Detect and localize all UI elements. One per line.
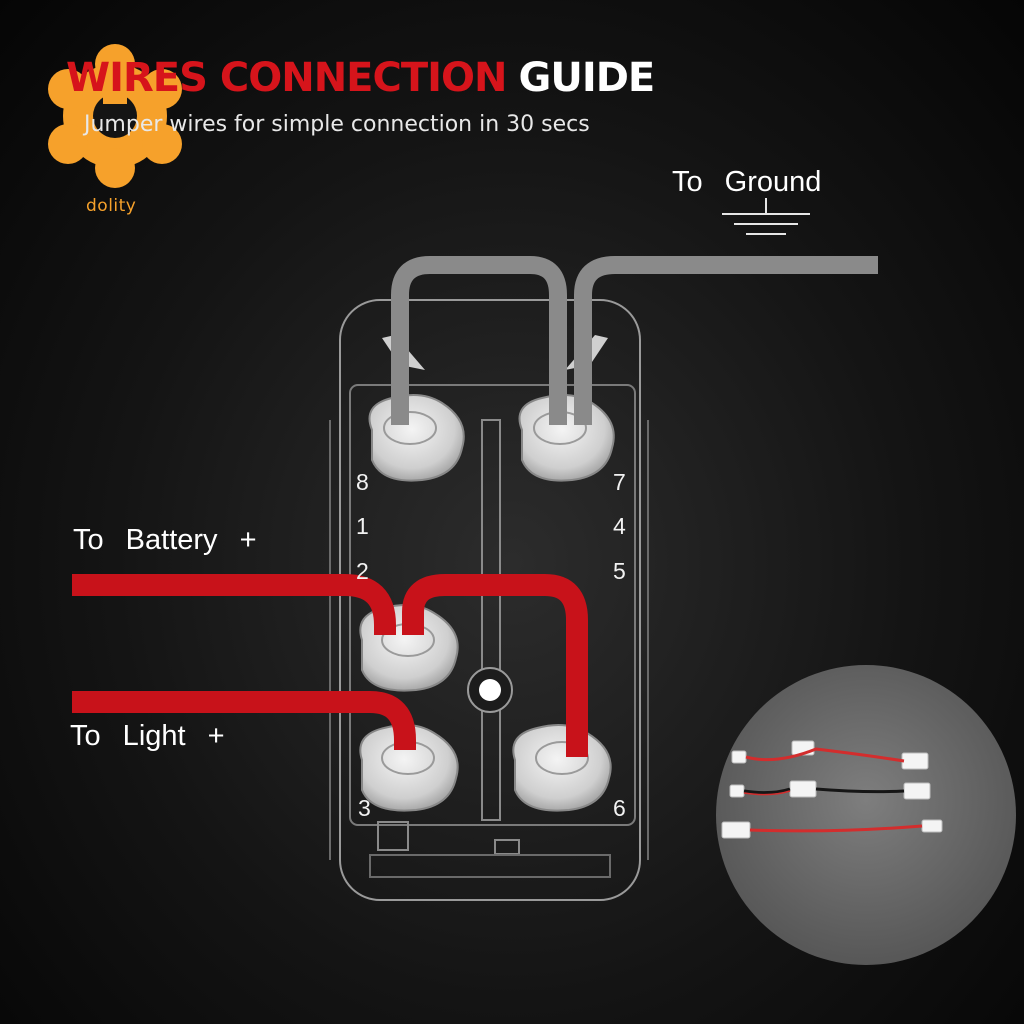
pin-8: 8 [356, 469, 369, 495]
logo-gear-icon [48, 44, 182, 188]
center-channel [481, 419, 501, 821]
label-battery: To Battery + [73, 524, 257, 556]
label-light: To Light + [70, 720, 225, 752]
power-wires [72, 574, 588, 757]
logo-text: dolity [86, 196, 137, 216]
title-red: WIRES CONNECTION [66, 55, 508, 101]
switch-housing [329, 299, 649, 901]
jumper-wire-icon [721, 740, 943, 839]
terminal-6 [512, 723, 612, 812]
terminal-8 [368, 393, 465, 482]
pin-2: 2 [356, 558, 369, 584]
pin-3: 3 [358, 795, 371, 821]
pin-5: 5 [613, 558, 626, 584]
ground-wires [391, 256, 878, 425]
pin-6: 6 [613, 795, 626, 821]
pin-7: 7 [613, 469, 626, 495]
subtitle: Jumper wires for simple connection in 30… [84, 112, 590, 137]
jumper-wires-inset [716, 665, 1016, 965]
ground-symbol-icon [722, 198, 810, 235]
title-white: GUIDE [518, 55, 656, 101]
terminal-3 [359, 723, 459, 812]
pin-4: 4 [613, 513, 626, 539]
pin-1: 1 [356, 513, 369, 539]
label-ground: To Ground [672, 166, 822, 198]
